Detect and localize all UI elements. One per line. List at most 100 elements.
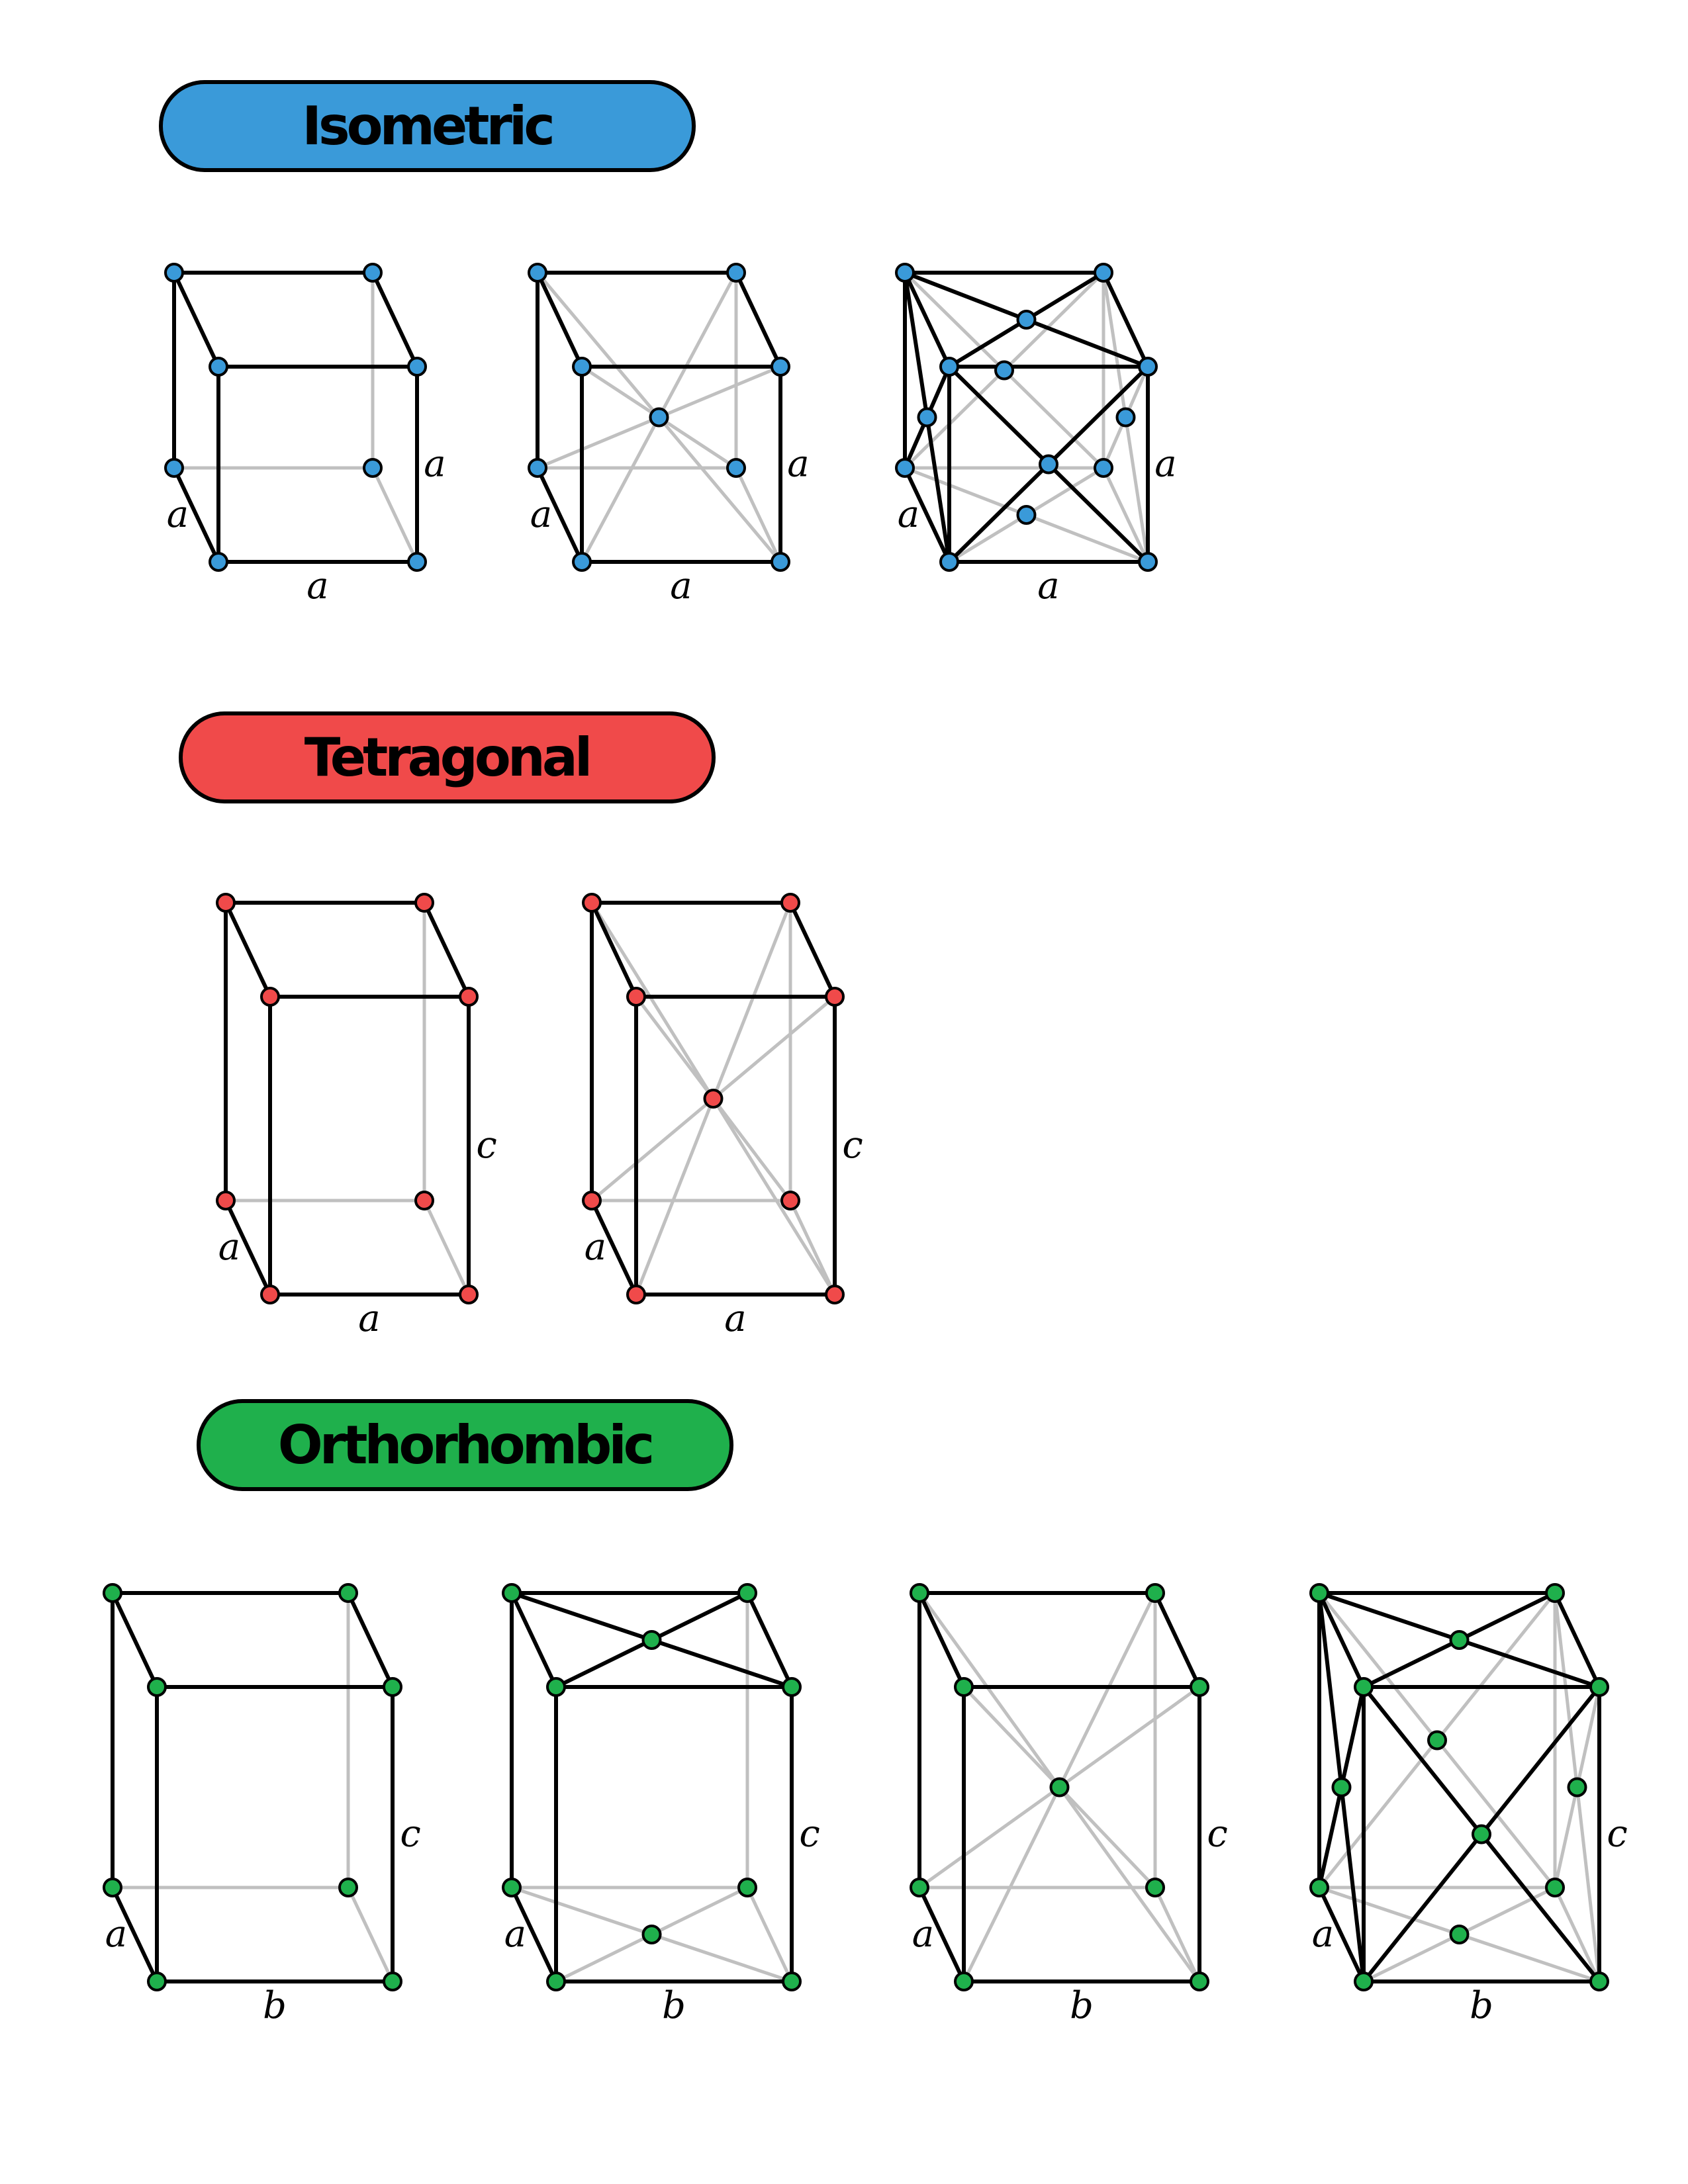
lattice-point <box>164 458 184 478</box>
visible-edge <box>111 1591 159 1689</box>
visible-edge <box>1317 1591 1344 1790</box>
lattice-point <box>780 893 800 913</box>
lattice-point <box>383 1972 402 1991</box>
width-label: a <box>306 565 328 608</box>
visible-edge <box>947 365 1051 467</box>
width-label: b <box>1070 1984 1094 2027</box>
orthorhombic-primitive-cell: bac <box>103 1583 421 2027</box>
lattice-points <box>582 893 845 1304</box>
lattice-point <box>1472 1824 1491 1844</box>
hidden-edge <box>1002 271 1105 372</box>
lattice-point <box>1049 1777 1070 1797</box>
hidden-edge <box>510 1886 653 1936</box>
visible-edge <box>903 466 951 564</box>
visible-edge <box>917 1591 966 1689</box>
lattice-point <box>1427 1730 1447 1751</box>
lattice-point <box>582 893 602 913</box>
visible-edge <box>734 271 782 369</box>
lattice-point <box>528 263 547 283</box>
lattice-point <box>1138 552 1158 572</box>
lattice-points <box>895 263 1158 572</box>
lattice-points <box>216 893 479 1304</box>
hidden-edge <box>1553 1786 1579 1889</box>
height-label: a <box>424 443 445 486</box>
lattice-point <box>954 1972 974 1991</box>
lattice-point <box>1354 1677 1374 1697</box>
lattice-point <box>1331 1777 1352 1797</box>
visible-edge <box>536 271 584 369</box>
lattice-point <box>1545 1583 1565 1603</box>
lattice-point <box>1190 1677 1209 1697</box>
lattice-point <box>147 1972 167 1991</box>
hidden-edge <box>590 1097 715 1203</box>
hidden-edge <box>580 365 661 419</box>
lattice-point <box>1138 357 1158 377</box>
lattice-point <box>954 1677 974 1697</box>
visible-edge <box>510 1591 654 1642</box>
lattice-point <box>895 458 915 478</box>
hidden-edge <box>1575 1685 1601 1789</box>
hidden-edge <box>947 513 1028 564</box>
lattice-edges <box>111 1591 395 1983</box>
lattice-point <box>649 407 669 428</box>
height-label: c <box>1607 1813 1627 1856</box>
width-label: a <box>670 565 692 608</box>
lattice-point <box>147 1677 167 1697</box>
height-label: a <box>1154 443 1176 486</box>
visible-edge <box>903 271 929 420</box>
lattice-point <box>1309 1878 1329 1897</box>
lattice-point <box>546 1677 566 1697</box>
lattice-point <box>917 407 937 428</box>
hidden-edge <box>1553 1591 1579 1789</box>
width-label: b <box>263 1984 287 2027</box>
lattice-point <box>502 1583 522 1603</box>
lattice-point <box>1354 1972 1374 1991</box>
lattice-point <box>1145 1583 1165 1603</box>
hidden-edge <box>536 416 661 470</box>
depth-label: a <box>105 1913 127 1956</box>
depth-label: a <box>218 1226 240 1269</box>
isometric-body-centered-cell: aaa <box>528 263 810 608</box>
orthorhombic-base-centered-cell: bac <box>502 1583 820 2027</box>
hidden-edge <box>1575 1786 1601 1983</box>
lattice-edges <box>1317 1591 1601 1983</box>
lattice-point <box>1449 1925 1470 1944</box>
hidden-edge <box>634 1097 715 1297</box>
depth-label: a <box>912 1913 934 1956</box>
lattice-point <box>1309 1583 1329 1603</box>
visible-edge <box>1339 1785 1366 1983</box>
hidden-edge <box>657 416 738 470</box>
lattice-point <box>582 1191 602 1210</box>
lattice-edges <box>224 901 471 1297</box>
lattice-point <box>209 357 228 377</box>
hidden-edge <box>1435 1591 1557 1742</box>
width-label: a <box>724 1297 746 1340</box>
hidden-edge <box>1025 466 1105 517</box>
lattice-point <box>1545 1878 1565 1897</box>
isometric-title: Isometric <box>302 95 552 157</box>
hidden-edge <box>712 1097 837 1297</box>
lattice-points <box>528 263 790 572</box>
visible-edge <box>1339 1685 1366 1790</box>
visible-edge <box>224 1199 272 1297</box>
lattice-point <box>338 1878 358 1897</box>
lattice-point <box>414 893 434 913</box>
hidden-edge <box>917 1591 1061 1789</box>
lattice-point <box>726 458 746 478</box>
lattice-point <box>1449 1630 1470 1650</box>
lattice-point <box>994 360 1014 381</box>
visible-edge <box>422 901 471 999</box>
hidden-edge <box>712 995 837 1101</box>
width-label: a <box>1037 565 1059 608</box>
visible-edge <box>1362 1832 1483 1983</box>
visible-edge <box>1317 1785 1344 1889</box>
lattice-point <box>737 1583 757 1603</box>
depth-label: a <box>1312 1913 1334 1956</box>
lattice-point <box>825 1285 845 1304</box>
lattice-points <box>910 1583 1209 1991</box>
hidden-edge <box>1317 1591 1439 1742</box>
visible-edge <box>346 1591 395 1689</box>
lattice-point <box>414 1191 434 1210</box>
hidden-edge <box>1058 1786 1201 1983</box>
hidden-edge <box>590 901 715 1101</box>
